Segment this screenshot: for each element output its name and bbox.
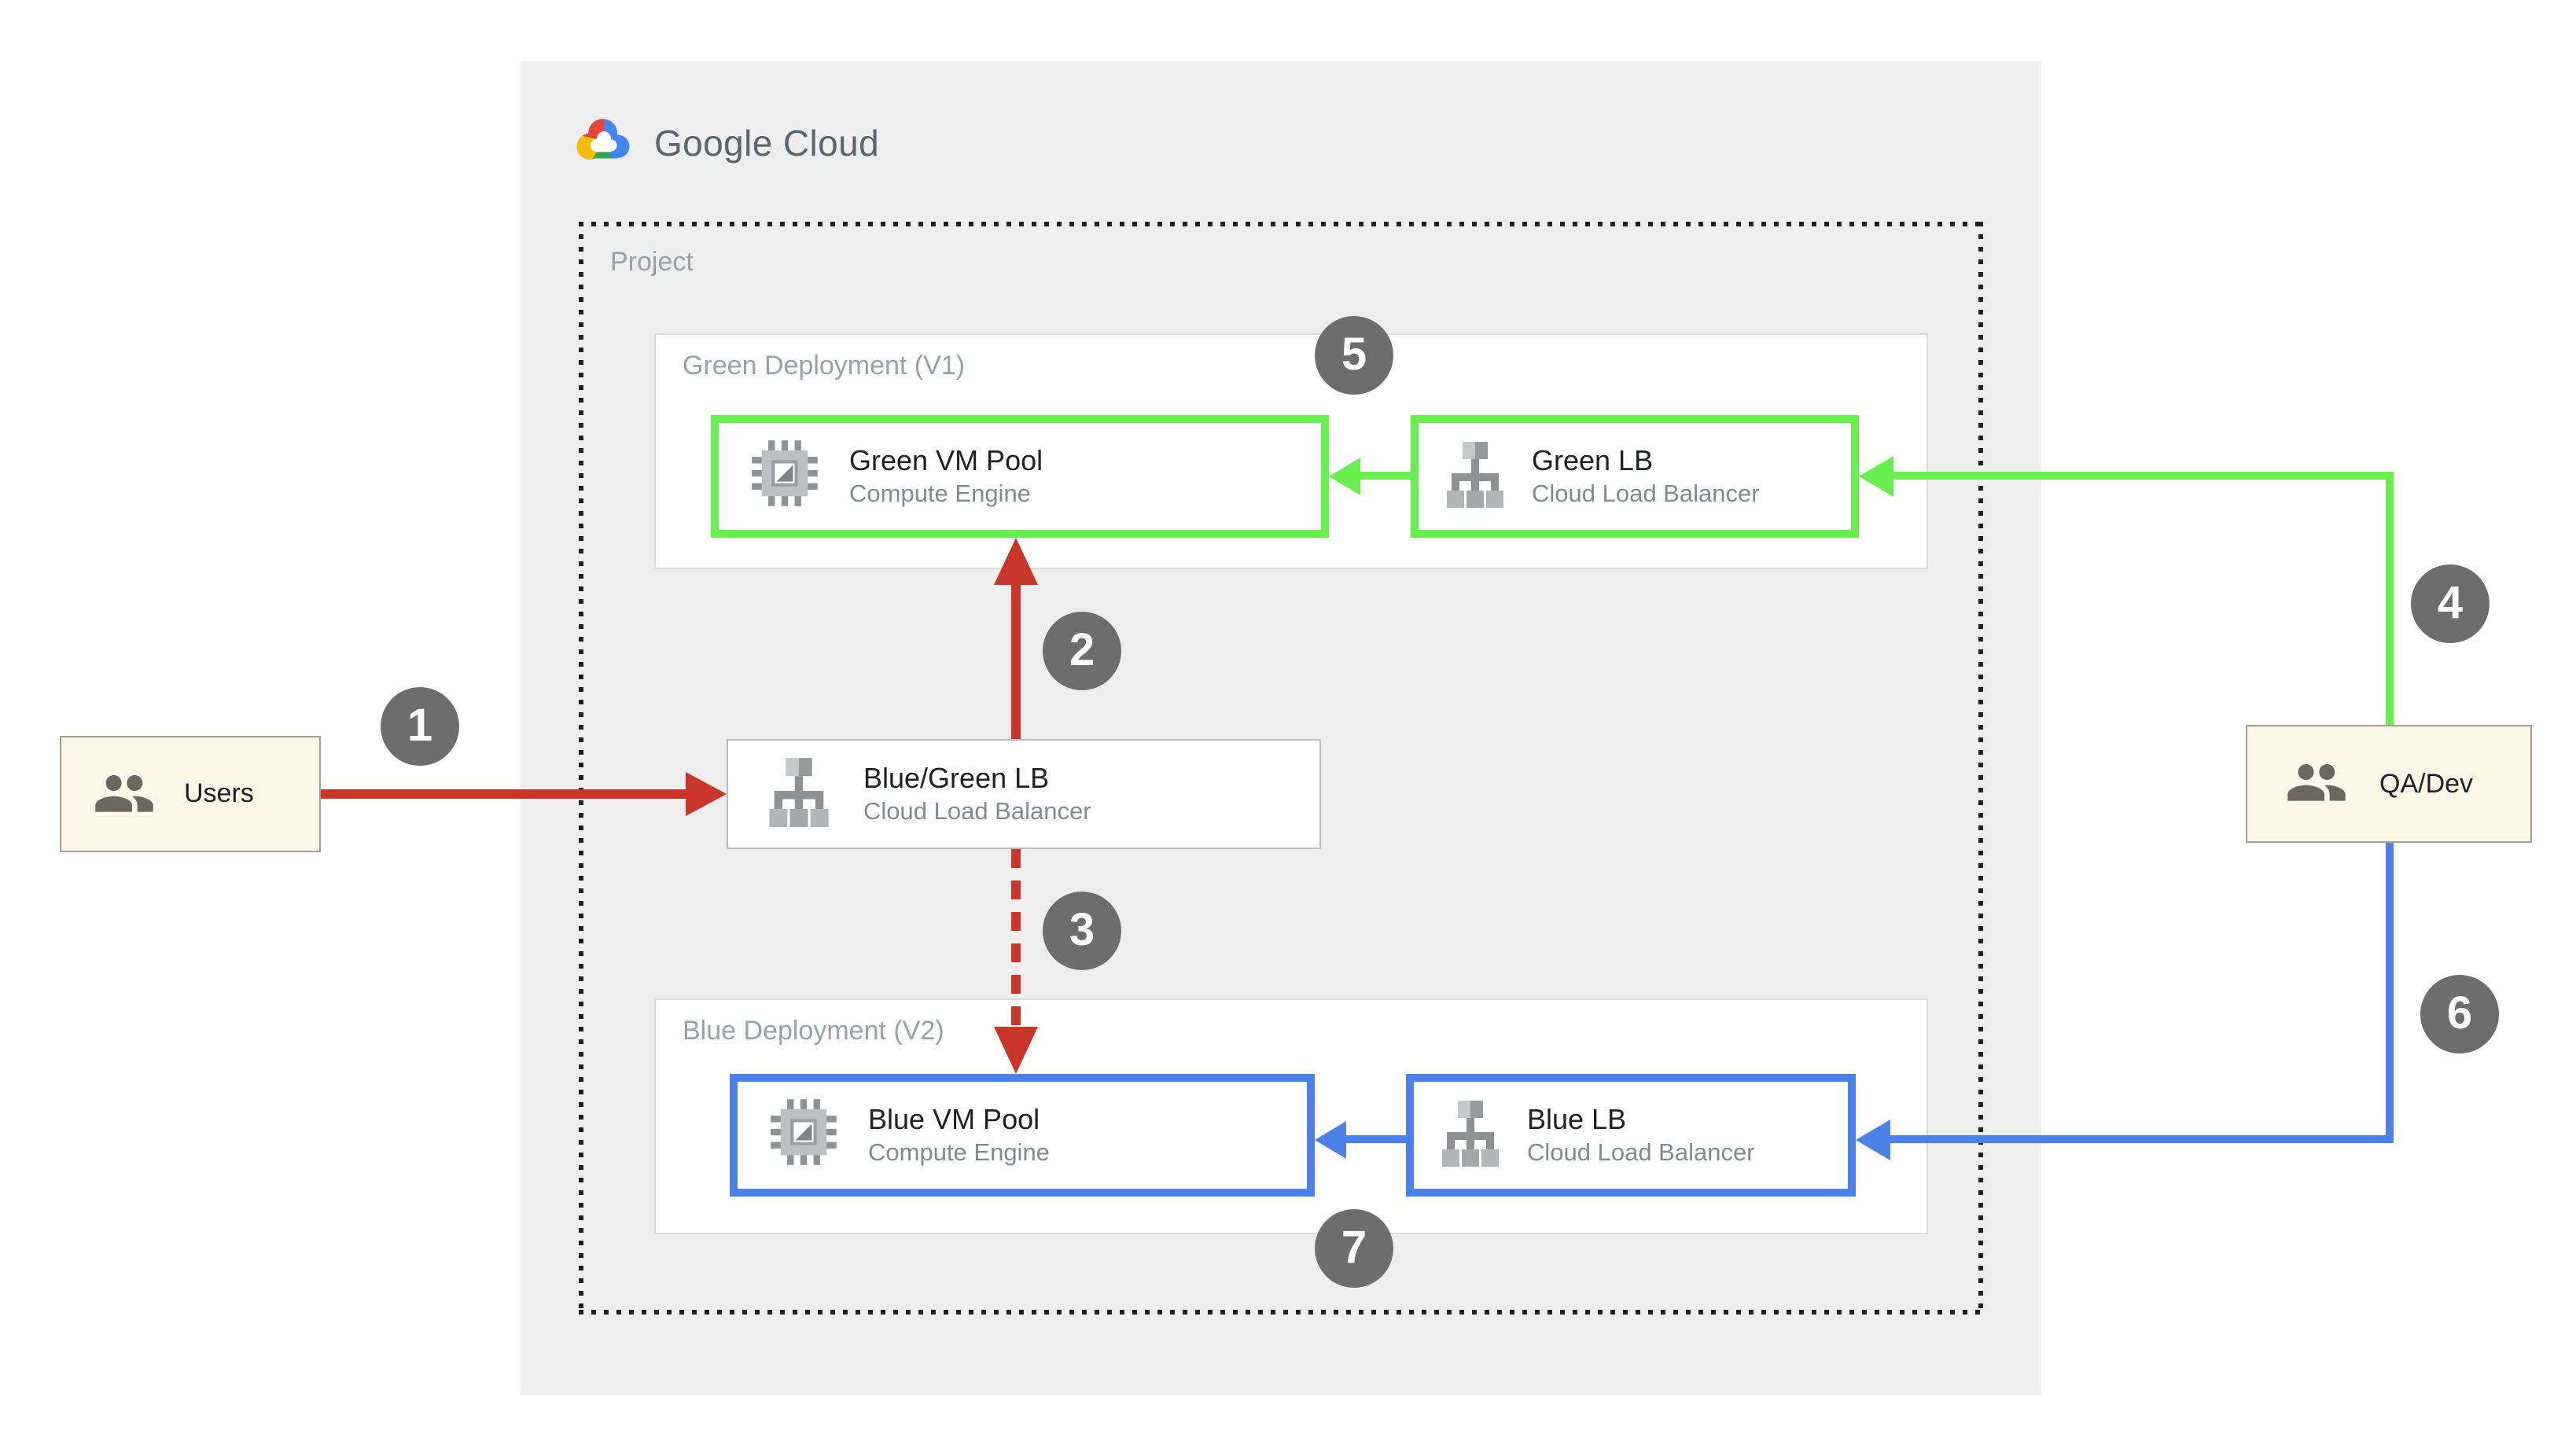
- node-green-vm-pool: Green VM Pool Compute Engine: [711, 415, 1329, 538]
- google-cloud-cloud-icon: [571, 113, 637, 175]
- node-title: Blue VM Pool: [868, 1104, 1040, 1136]
- arrowhead-qadev-to-blue-lb: [1856, 1120, 1890, 1160]
- node-subtitle: Cloud Load Balancer: [863, 798, 1091, 825]
- node-title: Green VM Pool: [849, 445, 1043, 477]
- node-blue-lb: Blue LB Cloud Load Balancer: [1406, 1074, 1856, 1197]
- people-icon: [93, 767, 156, 822]
- actor-users: Users: [60, 736, 321, 852]
- load-balancer-icon: [1441, 438, 1510, 515]
- node-blue-vm-pool: Blue VM Pool Compute Engine: [730, 1074, 1315, 1197]
- arrowhead-qadev-to-green-lb: [1859, 456, 1893, 497]
- dashed-arrow-lb-to-blue-vm-pool: [1011, 849, 1021, 1031]
- project-border-top: [579, 222, 1983, 226]
- step-badge-6: 6: [2420, 975, 2499, 1053]
- blue-deployment-label: Blue Deployment (V2): [683, 1016, 944, 1046]
- step-badge-7: 7: [1315, 1209, 1393, 1288]
- project-label: Project: [610, 247, 694, 277]
- brand-wordmark: Google Cloud: [654, 123, 880, 164]
- green-line-lb-to-vm: [1354, 472, 1411, 480]
- actor-label: Users: [184, 778, 254, 808]
- green-deployment-label: Green Deployment (V1): [683, 351, 966, 381]
- arrowhead-lb-to-green-vm-pool: [994, 538, 1038, 585]
- blue-line-qadev-vertical: [2386, 843, 2394, 1143]
- step-badge-4: 4: [2411, 564, 2490, 643]
- arrowhead-green-lb-to-vm: [1329, 458, 1360, 495]
- people-icon: [2285, 756, 2348, 811]
- node-bluegreen-lb: Blue/Green LB Cloud Load Balancer: [727, 739, 1321, 849]
- node-subtitle: Compute Engine: [868, 1139, 1050, 1167]
- node-subtitle: Cloud Load Balancer: [1532, 480, 1760, 508]
- load-balancer-icon: [763, 754, 835, 834]
- compute-engine-icon: [767, 1095, 840, 1175]
- actor-label: QA/Dev: [2379, 768, 2474, 798]
- project-border-left: [579, 222, 583, 1314]
- green-line-qadev-vertical: [2386, 476, 2394, 725]
- project-boundary: Project: [579, 222, 1983, 1314]
- project-border-right: [1978, 222, 1983, 1314]
- actor-qa-dev: QA/Dev: [2246, 725, 2532, 843]
- compute-engine-icon: [749, 436, 821, 517]
- node-subtitle: Compute Engine: [849, 480, 1031, 508]
- step-badge-1: 1: [381, 687, 459, 766]
- blue-line-to-blue-lb: [1884, 1135, 2394, 1143]
- google-cloud-logo: Google Cloud: [571, 113, 879, 175]
- load-balancer-icon: [1436, 1097, 1505, 1174]
- blue-line-lb-to-vm: [1340, 1135, 1406, 1143]
- green-line-to-green-lb: [1887, 472, 2394, 480]
- arrowhead-lb-to-blue-vm-pool: [994, 1027, 1038, 1074]
- step-badge-2: 2: [1043, 612, 1121, 690]
- arrowhead-users-to-bluegreen-lb: [686, 772, 727, 816]
- step-badge-3: 3: [1043, 892, 1121, 970]
- node-title: Blue/Green LB: [863, 763, 1050, 795]
- node-title: Green LB: [1532, 445, 1654, 477]
- node-green-lb: Green LB Cloud Load Balancer: [1411, 415, 1859, 538]
- node-title: Blue LB: [1527, 1104, 1627, 1136]
- node-subtitle: Cloud Load Balancer: [1527, 1139, 1755, 1167]
- project-border-bottom: [579, 1310, 1983, 1314]
- arrow-lb-to-green-vm-pool: [1011, 579, 1021, 739]
- step-badge-5: 5: [1315, 316, 1393, 395]
- arrowhead-blue-lb-to-vm: [1315, 1121, 1346, 1159]
- arrow-users-to-bluegreen-lb: [321, 789, 689, 799]
